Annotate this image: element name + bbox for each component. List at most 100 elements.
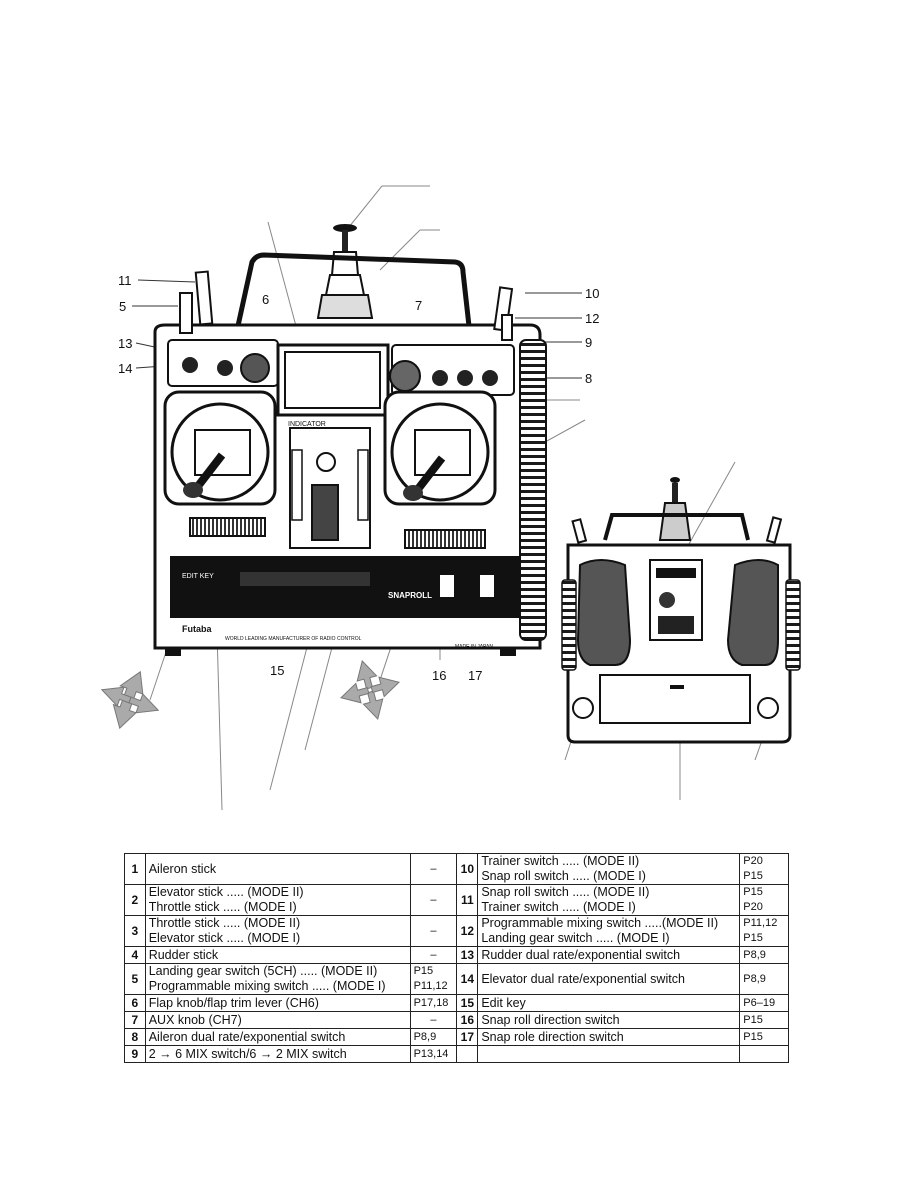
- part-description-line: Edit key: [481, 995, 526, 1010]
- part-description-line: Aileron dual rate/exponential switch: [148, 1029, 346, 1044]
- part-number: 6: [124, 994, 146, 1012]
- callout-8: 8: [585, 371, 593, 386]
- part-page-line: P20: [743, 855, 763, 867]
- part-page: P6–19: [739, 994, 789, 1012]
- part-page-line: –: [430, 1013, 437, 1026]
- footer-text: WORLD LEADING MANUFACTURER OF RADIO CONT…: [225, 636, 362, 642]
- callout-9: 9: [585, 335, 593, 350]
- transmitter-back-view: [561, 477, 801, 744]
- part-description: Trainer switch ..... (MODE II)Snap roll …: [477, 853, 741, 885]
- part-description-line: Trainer switch ..... (MODE I): [481, 900, 636, 914]
- part-number: 3: [124, 915, 146, 947]
- part-page-line: P15: [413, 965, 434, 977]
- part-description: Snap roll direction switch: [477, 1011, 741, 1029]
- part-page: P8,9: [739, 963, 789, 995]
- callout-12: 12: [585, 311, 600, 326]
- part-page-line: P11,12: [413, 980, 448, 992]
- part-page: P15: [739, 1028, 789, 1046]
- part-description-line: Elevator stick ..... (MODE I): [148, 931, 301, 945]
- indicator-label: INDICATOR: [288, 421, 326, 428]
- made-in-label: MADE IN JAPAN: [455, 644, 493, 650]
- part-description: Flap knob/flap trim lever (CH6): [144, 994, 411, 1012]
- callout-15: 15: [270, 663, 285, 678]
- part-description: AUX knob (CH7): [144, 1011, 411, 1029]
- part-number: 11: [456, 884, 479, 916]
- part-number: 10: [456, 853, 479, 885]
- part-number: 12: [456, 915, 479, 947]
- callout-16: 16: [432, 668, 447, 683]
- part-page: –: [409, 884, 458, 916]
- part-description-line: Trainer switch ..... (MODE II): [481, 854, 640, 868]
- part-description: Snap roll switch ..... (MODE II)Trainer …: [477, 884, 741, 916]
- part-number: 17: [456, 1028, 479, 1046]
- callout-13: 13: [118, 336, 133, 351]
- part-description-line: Flap knob/flap trim lever (CH6): [148, 995, 319, 1010]
- part-page: –: [409, 915, 458, 947]
- part-page-line: P15: [743, 932, 763, 944]
- part-page-line: P13,14: [413, 1047, 449, 1060]
- part-description-line: Landing gear switch (5CH) ..... (MODE II…: [148, 964, 378, 978]
- callout-11: 11: [118, 273, 132, 288]
- part-page-line: –: [430, 862, 437, 875]
- part-page: –: [409, 946, 458, 964]
- part-description: [477, 1045, 741, 1063]
- part-number: 14: [456, 963, 479, 995]
- part-description: Aileron stick: [144, 853, 411, 885]
- part-number: 4: [124, 946, 146, 964]
- part-description-line: Snap role direction switch: [481, 1029, 624, 1044]
- part-description: 2 → 6 MIX switch/6 → 2 MIX switch: [144, 1045, 411, 1063]
- transmitter-illustration: INDICATOR EDIT KEY SNAPROLL Futaba WORLD…: [100, 185, 801, 811]
- part-page-line: P11,12: [743, 917, 778, 929]
- part-number: 1: [124, 853, 146, 885]
- part-page: –: [409, 853, 458, 885]
- part-description-line: Snap roll switch ..... (MODE II): [481, 885, 650, 899]
- part-page: P17,18: [409, 994, 458, 1012]
- part-description-line: Snap roll switch ..... (MODE I): [481, 869, 646, 883]
- snaproll-label: SNAPROLL: [388, 591, 432, 600]
- part-description: Landing gear switch (5CH) ..... (MODE II…: [144, 963, 411, 995]
- part-description: Snap role direction switch: [477, 1028, 741, 1046]
- carry-handle: [233, 252, 473, 336]
- callout-17: 17: [468, 668, 483, 683]
- part-description-line: Rudder stick: [148, 947, 219, 962]
- part-number: 8: [124, 1028, 146, 1046]
- callout-14: 14: [118, 361, 133, 376]
- part-page: P8,9: [409, 1028, 458, 1046]
- part-description: Rudder stick: [144, 946, 411, 964]
- transmitter-body: [153, 270, 547, 656]
- part-page: P8,9: [739, 946, 789, 964]
- part-page-line: P8,9: [743, 948, 766, 961]
- callout-6: 6: [262, 292, 270, 307]
- brand-logo: Futaba: [182, 624, 212, 634]
- part-page-line: –: [430, 893, 437, 906]
- antenna: [316, 224, 374, 319]
- part-description: Programmable mixing switch .....(MODE II…: [477, 915, 741, 947]
- part-number: 15: [456, 994, 479, 1012]
- part-description-line: Throttle stick ..... (MODE I): [148, 900, 297, 914]
- part-page-line: P15: [743, 870, 763, 882]
- part-page: –: [409, 1011, 458, 1029]
- part-description-line: Elevator stick ..... (MODE II): [148, 885, 304, 899]
- part-description-line: Throttle stick ..... (MODE II): [148, 916, 301, 930]
- part-description: Throttle stick ..... (MODE II)Elevator s…: [144, 915, 411, 947]
- part-page-line: P15: [743, 886, 763, 898]
- part-description: Elevator dual rate/exponential switch: [477, 963, 741, 995]
- part-page-line: P8,9: [743, 972, 766, 985]
- part-description-line: Programmable mixing switch ..... (MODE I…: [148, 979, 386, 993]
- part-number: 5: [124, 963, 146, 995]
- part-description-line: AUX knob (CH7): [148, 1012, 242, 1027]
- part-number: 16: [456, 1011, 479, 1029]
